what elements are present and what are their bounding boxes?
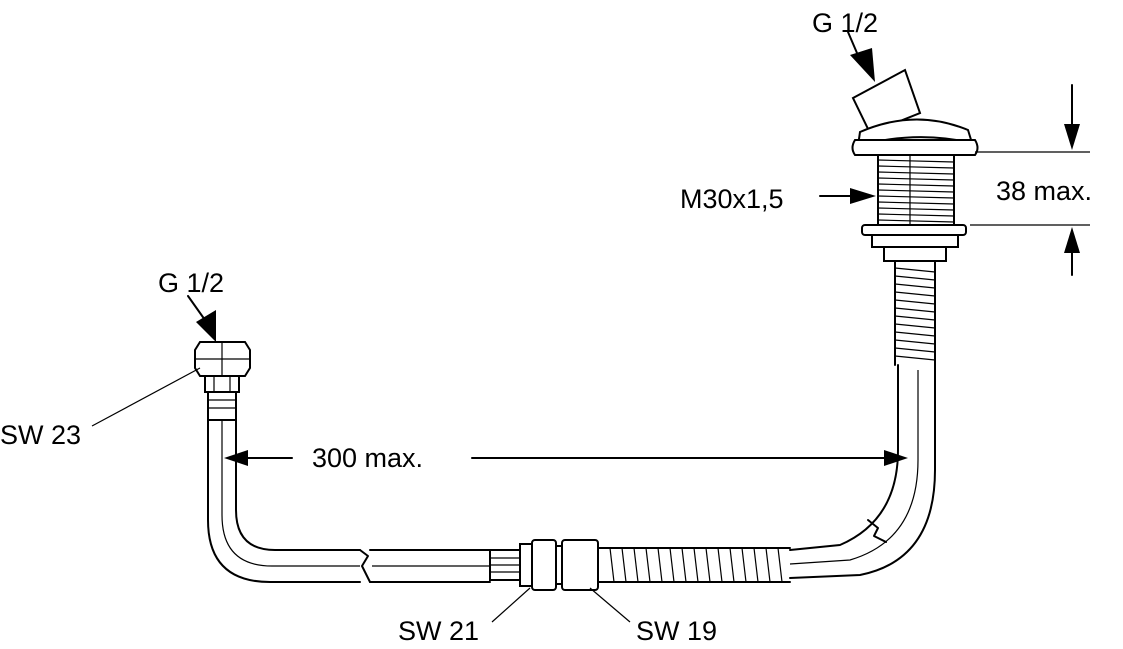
label-left-thread: G 1/2 bbox=[158, 268, 224, 298]
arrow-mount-thread bbox=[819, 188, 876, 204]
thread-lines bbox=[877, 155, 955, 225]
label-mount-height: 38 max. bbox=[996, 176, 1092, 206]
label-hose-length: 300 max. bbox=[312, 443, 423, 473]
middle-coupling bbox=[489, 539, 599, 591]
label-nut-left: SW 23 bbox=[0, 420, 81, 450]
label-mount-thread: M30x1,5 bbox=[680, 184, 784, 214]
leader-sw23 bbox=[91, 367, 201, 427]
leader-sw19 bbox=[589, 587, 631, 623]
corrugated-hose-bottom bbox=[597, 547, 791, 583]
label-nut-mid-right: SW 19 bbox=[636, 616, 717, 646]
leader-sw21 bbox=[491, 587, 531, 623]
hose-right-bend bbox=[789, 364, 936, 579]
label-nut-mid-left: SW 21 bbox=[398, 616, 479, 646]
dimension-38 bbox=[970, 84, 1090, 276]
dimension-300 bbox=[224, 450, 908, 466]
left-fitting bbox=[194, 341, 251, 421]
arrow-left-thread bbox=[187, 295, 216, 342]
arrow-top-thread bbox=[847, 31, 875, 82]
deck-mount-fitting bbox=[851, 68, 979, 262]
hose-left-bend bbox=[207, 419, 491, 583]
corrugated-hose-vertical bbox=[894, 260, 936, 366]
label-top-thread: G 1/2 bbox=[812, 8, 878, 38]
